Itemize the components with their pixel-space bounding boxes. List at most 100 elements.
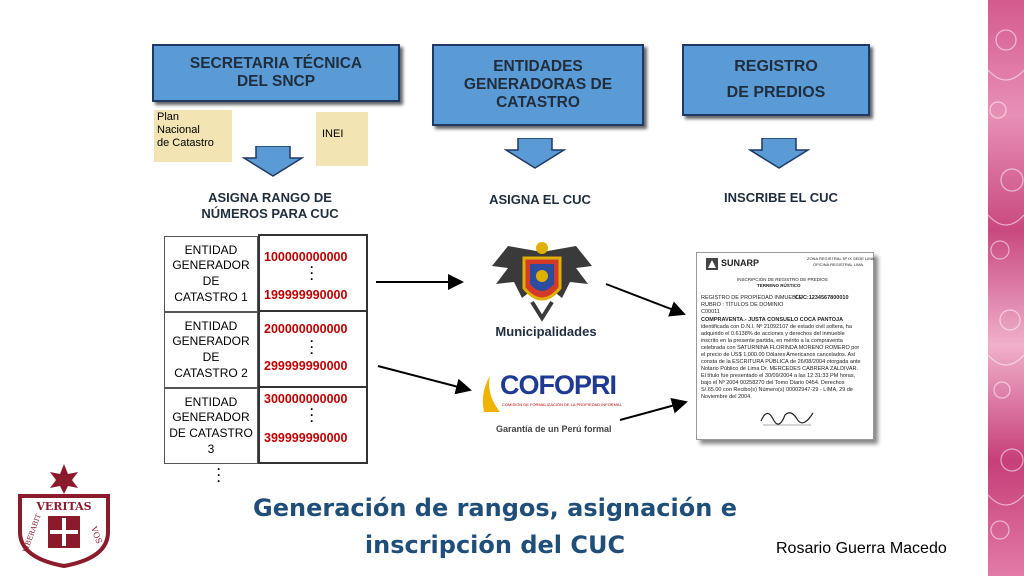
header-entidades-line2: GENERADORAS DE <box>463 75 613 93</box>
range-2-ellipsis: ··· <box>310 334 314 360</box>
continuation-ellipsis: ··· <box>217 462 221 488</box>
entity-1-line2: GENERADOR <box>172 258 250 273</box>
entity-3-line3: DE CATASTRO <box>169 426 253 440</box>
cofopri-logo-subtitle: COMISIÓN DE FORMALIZACIÓN DE LA PROPIEDA… <box>502 402 622 407</box>
entity-2-line1: ENTIDAD <box>184 318 238 333</box>
doc-line-3: INSCRIPCIÓN DE REGISTRO DE PREDIOS <box>737 277 828 282</box>
range-1-end-b: 90000 <box>312 288 348 302</box>
step-asigna-cuc: ASIGNA EL CUC <box>489 192 591 207</box>
doc-line-10: identificada con D.N.I. Nº 21092107 de e… <box>701 324 852 330</box>
range-1-end-a: 1999999 <box>264 288 313 302</box>
seal-liberabit: LIBERABIT <box>21 513 43 554</box>
doc-line-2: OFICINA REGISTRAL LIMA <box>813 262 864 267</box>
entity-box-1: ENTIDAD GENERADOR DE CATASTRO 1 <box>164 236 258 312</box>
doc-line-12: inscrito en la presente partida, en méri… <box>701 338 843 344</box>
header-registro-line2: DE PREDIOS <box>726 84 826 101</box>
range-1-start-b: 00000 <box>312 250 348 264</box>
entity-2-line3: DE <box>202 350 220 364</box>
header-secretaria-tecnica: SECRETARIA TÉCNICA DEL SNCP <box>152 44 400 102</box>
range-2-end-b: 90000 <box>312 359 348 373</box>
range-1-ellipsis: ··· <box>310 260 314 286</box>
municipalidades-label: Municipalidades <box>495 324 597 339</box>
range-3-start-a: 3000000 <box>264 392 313 406</box>
sunarp-registry-document: SUNARP ZONA REGISTRAL Nº IX SEDE LIMA OF… <box>696 252 874 440</box>
cofopri-logo: COFOPRI COMISIÓN DE FORMALIZACIÓN DE LA … <box>478 368 622 442</box>
entity-1-line3: DE <box>202 274 220 288</box>
entity-1-line4: CATASTRO 1 <box>174 289 248 304</box>
note-plan-line1: Plan <box>157 111 180 123</box>
header-secretaria-line2: DEL SNCP <box>236 73 316 90</box>
doc-line-19: S/.65.00 con Recibo(s) Número(s) 0000294… <box>701 387 853 393</box>
municipal-coat-of-arms-icon <box>492 242 592 322</box>
range-2-start-b: 00000 <box>312 322 348 336</box>
doc-line-8: C00011 <box>701 309 720 315</box>
step-asigna-rango-line2: NÚMEROS PARA CUC <box>201 206 339 222</box>
range-box-3 <box>258 386 368 464</box>
cofopri-tagline: Garantía de un Perú formal <box>496 424 612 434</box>
range-3-start: 300000000000 <box>264 392 347 406</box>
range-1-start-a: 1000000 <box>264 250 313 264</box>
range-2-start: 200000000000 <box>264 322 347 336</box>
note-plan-line2: Nacional <box>157 124 200 137</box>
range-3-end: 399999990000 <box>264 431 347 445</box>
entity-3-line2: GENERADOR <box>172 410 250 425</box>
doc-line-16: Notario Público de Lima Dr. MERCEDES CAB… <box>701 366 859 372</box>
doc-line-7: RUBRO : TÍTULOS DE DOMINIO <box>701 302 784 308</box>
slide-title-line1: Generación de rangos, asignación e <box>253 494 737 522</box>
entity-box-2: ENTIDAD GENERADOR DE CATASTRO 2 <box>164 312 258 388</box>
note-inei-label: INEI <box>322 128 344 140</box>
entity-box-3: ENTIDAD GENERADOR DE CATASTRO 3 <box>164 388 258 464</box>
range-3-start-b: 00000 <box>312 392 348 406</box>
range-1-end: 199999990000 <box>264 288 347 302</box>
header-entidades-line1: ENTIDADES <box>493 57 583 75</box>
sunarp-logo-icon <box>706 258 718 270</box>
range-box-2 <box>258 310 368 388</box>
range-1-start: 100000000000 <box>264 250 347 264</box>
university-seal-logo: VERITAS LIBERABIT VOS <box>18 464 110 568</box>
header-registro-line1: REGISTRO <box>734 58 818 76</box>
entity-3-line1: ENTIDAD <box>184 394 238 409</box>
seal-vos: VOS <box>89 524 104 545</box>
cofopri-emblem-icon <box>482 376 500 412</box>
note-plan-nacional: Plan Nacional de Catastro <box>154 110 232 162</box>
sunarp-brand: SUNARP <box>721 258 760 268</box>
author-name: Rosario Guerra Macedo <box>776 540 947 557</box>
seal-veritas: VERITAS <box>35 500 91 513</box>
step-inscribe-cuc: INSCRIBE EL CUC <box>724 190 838 205</box>
range-2-end-a: 2999999 <box>264 359 313 373</box>
arrow-down-icon <box>748 138 810 169</box>
range-2-start-a: 2000000 <box>264 322 313 336</box>
doc-line-1: ZONA REGISTRAL Nº IX SEDE LIMA <box>807 256 875 261</box>
range-3-ellipsis: ··· <box>310 402 314 428</box>
entity-2-line2: GENERADOR <box>172 334 250 349</box>
doc-line-15: consta de la ESCRITURA PÚBLICA de 26/08/… <box>701 359 861 365</box>
doc-line-4: TERRENO RÚSTICO <box>757 283 801 288</box>
signature-mark <box>760 412 814 426</box>
entity-3-line4: 3 <box>207 441 215 456</box>
header-entidades-generadoras: ENTIDADES GENERADORAS DE CATASTRO <box>432 44 644 126</box>
doc-line-13: celebrada con SATURNINA FLORINDA MORENO … <box>701 345 860 351</box>
doc-line-18: bajo el Nº 2004 00258270 del Tomo Diario… <box>701 380 845 386</box>
doc-line-11: adquirido el 0.6138% de acciones y derec… <box>701 331 845 337</box>
arrow-down-icon <box>504 138 566 169</box>
arrow-range2-to-cofopri <box>377 365 472 395</box>
step-asigna-rango: ASIGNA RANGO DE NÚMEROS PARA CUC <box>170 190 370 223</box>
header-entidades-line3: CATASTRO <box>496 94 580 112</box>
note-plan-line3: de Catastro <box>157 137 214 150</box>
doc-line-14: el precio de US$ 1,000.00 Dólares Americ… <box>701 352 856 358</box>
range-2-end: 299999990000 <box>264 359 347 373</box>
doc-line-9: COMPRAVENTA.- JUSTA CONSUELO COCA PANTOJ… <box>701 317 844 323</box>
cofopri-logo-text: COFOPRI <box>500 370 617 400</box>
doc-line-17: El título fue presentado el 30/09/2004 a… <box>701 373 856 379</box>
arrow-cofopri-to-registro <box>619 397 688 421</box>
floral-pattern <box>988 29 1024 540</box>
slide-title-line2: inscripción del CUC <box>364 531 626 560</box>
note-inei: INEI <box>316 112 368 166</box>
range-3-end-b: 90000 <box>312 431 348 445</box>
doc-line-20: Noviembre del 2004. <box>701 394 752 400</box>
arrow-down-icon <box>242 146 304 177</box>
decorative-side-strip <box>988 0 1024 576</box>
header-secretaria-line1: SECRETARIA TÉCNICA <box>189 54 363 72</box>
doc-line-5: REGISTRO DE PROPIEDAD INMUEBLE <box>701 295 803 301</box>
